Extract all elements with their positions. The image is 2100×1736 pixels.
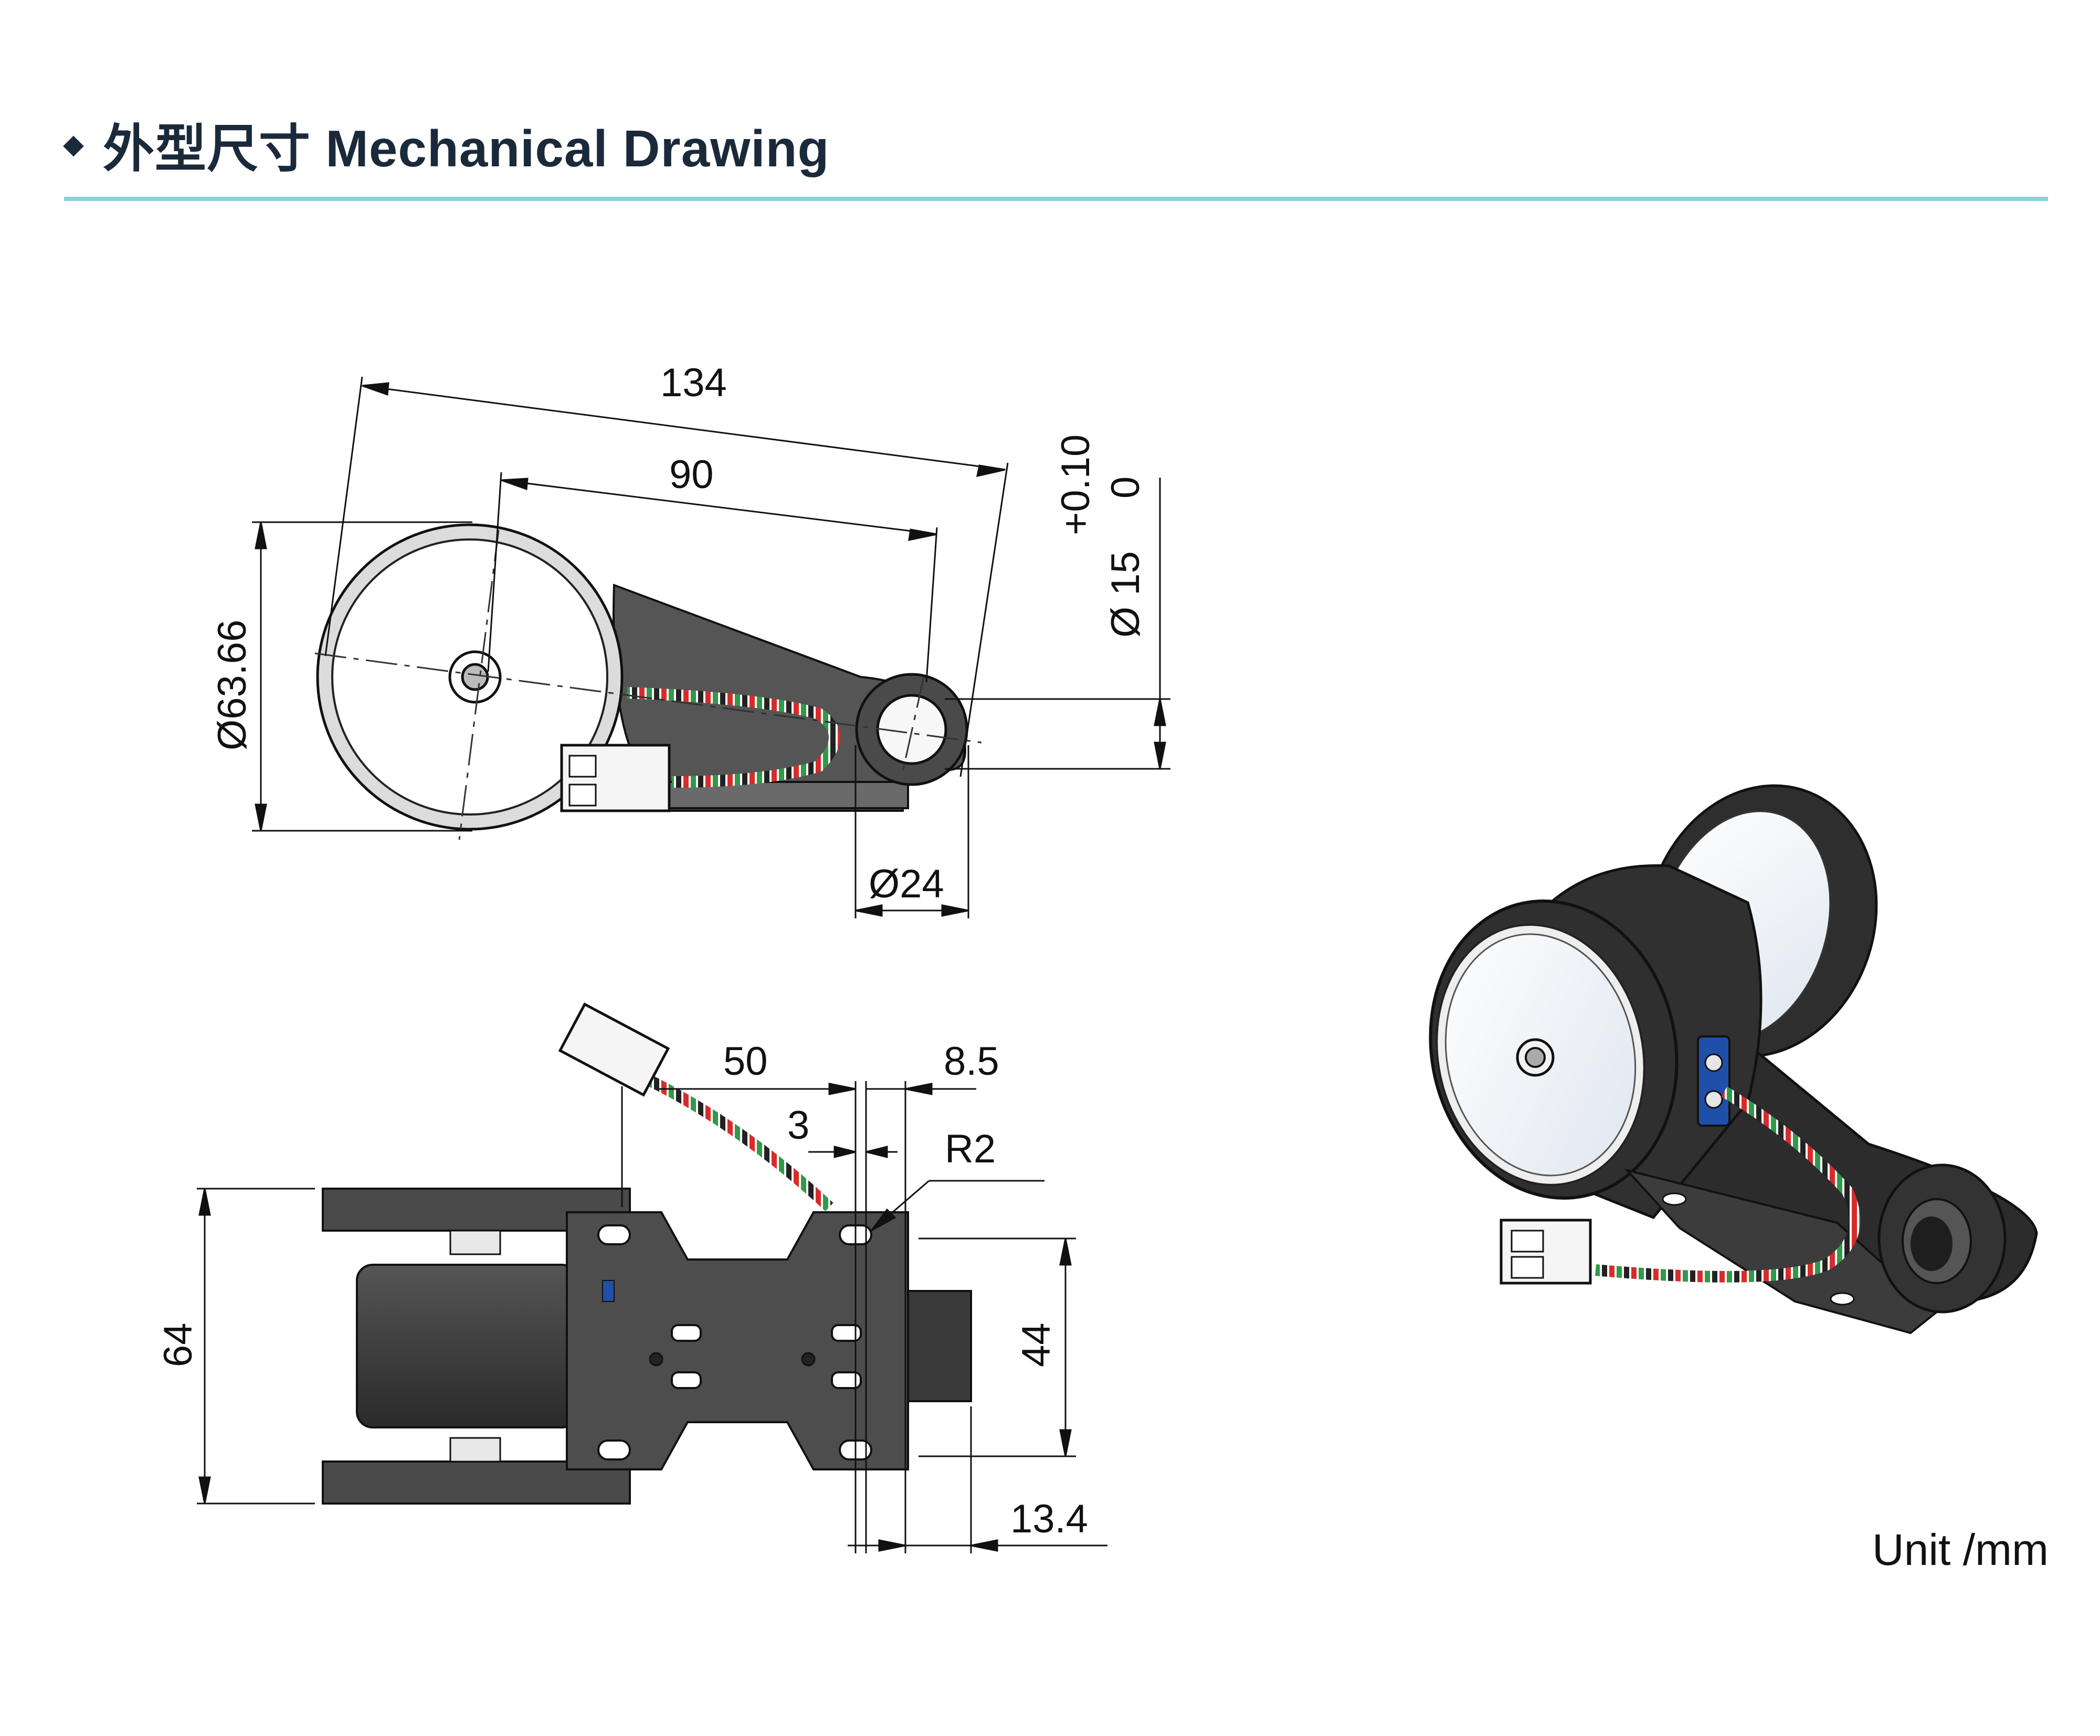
dim-r2: R2 bbox=[945, 1127, 996, 1171]
header-divider bbox=[64, 197, 2048, 201]
section-header: ◆ 外型尺寸 Mechanical Drawing bbox=[63, 102, 829, 186]
dim-shaft-bore: Ø 15 bbox=[1103, 551, 1148, 638]
wheel-hub-hole bbox=[461, 663, 489, 691]
mounting-plate bbox=[566, 1211, 909, 1470]
iso-connector bbox=[1500, 1219, 1592, 1285]
dim-50: 50 bbox=[723, 1039, 768, 1084]
tolerance-upper: +0.10 bbox=[1053, 435, 1098, 535]
dim-134: 134 bbox=[660, 361, 727, 405]
page-title: 外型尺寸 Mechanical Drawing bbox=[103, 120, 830, 177]
isometric-view bbox=[1429, 784, 2038, 1335]
top-view: 50 8.5 3 R2 64 44 13.4 bbox=[156, 1002, 1107, 1553]
cable-connector-top bbox=[558, 1002, 670, 1097]
diamond-icon: ◆ bbox=[63, 129, 84, 160]
dim-44: 44 bbox=[1014, 1322, 1059, 1367]
dim-8-5: 8.5 bbox=[944, 1039, 999, 1084]
side-view: 134 90 Ø63.66 Ø 15 +0.10 0 Ø24 bbox=[210, 361, 1170, 918]
dim-13-4: 13.4 bbox=[1010, 1497, 1088, 1541]
twisted-cable bbox=[627, 687, 840, 788]
dim-3: 3 bbox=[787, 1103, 809, 1148]
tolerance-lower: 0 bbox=[1103, 477, 1148, 499]
dim-wheel-diameter: Ø63.66 bbox=[210, 620, 255, 750]
dim-boss-diameter: Ø24 bbox=[869, 862, 944, 906]
unit-label: Unit /mm bbox=[1872, 1525, 2049, 1574]
twisted-cable-top bbox=[648, 1076, 833, 1212]
iso-base-plate bbox=[1624, 1168, 1939, 1335]
cable-clamp bbox=[1697, 1035, 1730, 1127]
dim-90: 90 bbox=[669, 452, 714, 497]
clamp-marker bbox=[602, 1280, 615, 1302]
encoder-body bbox=[356, 1264, 578, 1428]
dim-64: 64 bbox=[156, 1322, 200, 1367]
iso-cable bbox=[1595, 1086, 1861, 1283]
